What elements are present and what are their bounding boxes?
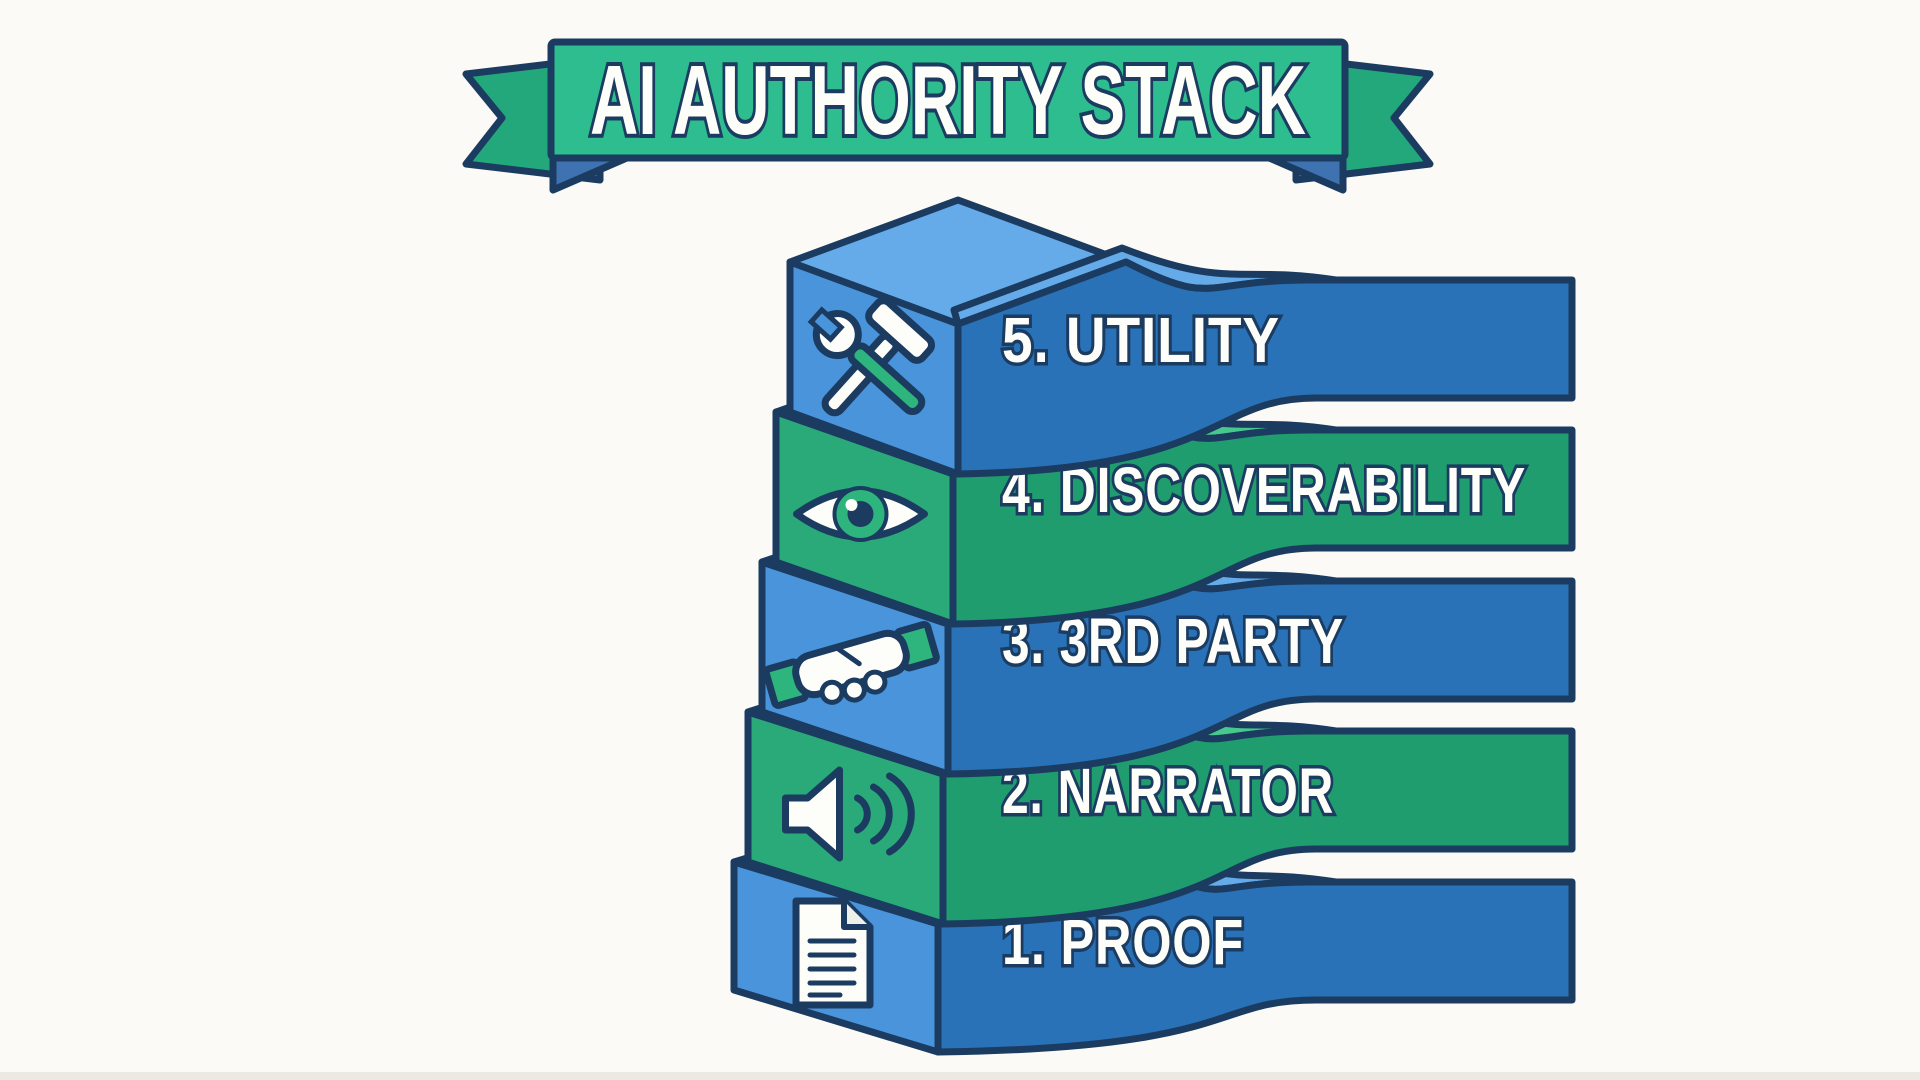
tools-icon [807, 297, 936, 417]
title-banner-band [547, 38, 1349, 162]
eye-icon [793, 486, 928, 542]
speaker-icon [782, 766, 915, 862]
document-icon [792, 897, 874, 1009]
bottom-edge-strip [0, 1072, 1920, 1080]
stack-layer-utility: 5. UTILITY [786, 196, 1576, 478]
title-banner: AI AUTHORITY STACK [462, 38, 1434, 194]
title-text: AI AUTHORITY STACK [590, 45, 1306, 155]
handshake-icon [762, 620, 940, 709]
layer-label-third-party: 3. 3RD PARTY [1002, 605, 1344, 677]
layer-ribbon-utility [954, 258, 1576, 478]
layer-label-utility: 5. UTILITY [1002, 304, 1280, 376]
